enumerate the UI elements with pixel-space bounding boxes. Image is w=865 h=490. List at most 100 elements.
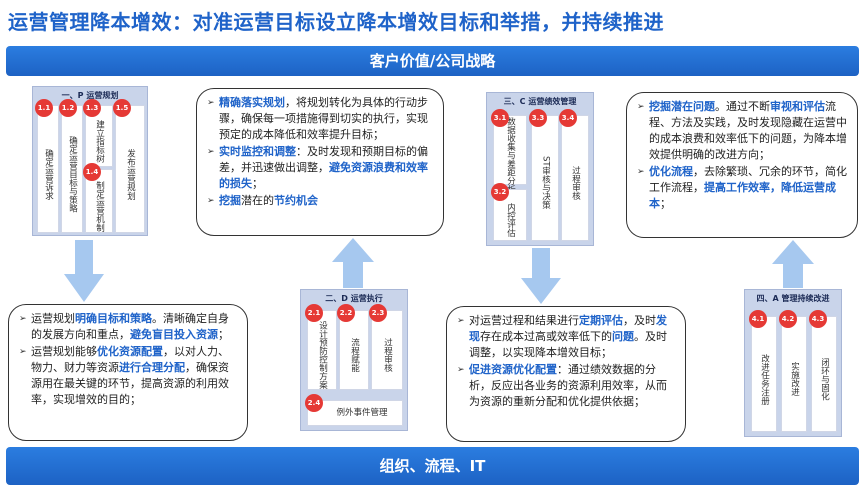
process-step-4-3: 闭环与固化 — [811, 316, 837, 432]
process-step-2-4: 例外事件管理 — [307, 400, 403, 426]
arrow-down-plan — [64, 240, 104, 302]
step-number-badge: 4.3 — [809, 310, 827, 328]
process-step-4-2: 实施改进 — [781, 316, 807, 432]
bullet-item: 精确落实规划，将规划转化为具体的行动步骤，确保每一项措施得到切实的执行，实现预定… — [207, 95, 433, 143]
bullet-item: 对运营过程和结果进行定期评估，及时发现存在成本过高或效率低下的问题。及时调整，以… — [457, 313, 675, 361]
bullet-item: 实时监控和调整：及时发现和预期目标的偏差，并迅速做出调整，避免资源浪费和效率的损… — [207, 144, 433, 192]
step-number-badge: 1.3 — [83, 99, 101, 117]
process-step-label: 确定运营目标与策略 — [67, 135, 78, 213]
process-step-label: 流程赋能 — [349, 338, 360, 372]
step-number-badge: 2.1 — [305, 304, 323, 322]
process-step-label: 例外事件管理 — [336, 407, 388, 418]
process-step-2-2: 流程赋能 — [339, 310, 369, 390]
body-text: ，将规划转化为具体的行动步骤，确保每一项措施得到切实的执行，实现预定的成本降低和… — [219, 96, 428, 141]
highlight-text: 提高工作效率，降低运营成本 — [649, 181, 836, 210]
body-text: ，去除繁琐、冗余的环节，简化工作流程， — [649, 165, 847, 194]
panel-p-planning: 一、P 运营规划 确定运营诉求 1.1 确定运营目标与策略 1.2 建立指标树 1.3 制定… — [32, 86, 148, 236]
customer-strategy-band: 客户价值/公司战略 — [6, 46, 859, 76]
improvement-benefits-box: 挖掘潜在问题。通过不断审视和评估流程、方法及实践，及时发现隐藏在运营中的成本浪费… — [626, 92, 858, 238]
bullet-item: 优化流程，去除繁琐、冗余的环节，简化工作流程，提高工作效率，降低运营成本； — [637, 164, 847, 212]
highlight-text: 挖掘 — [219, 194, 241, 207]
org-process-it-band: 组织、流程、IT — [6, 447, 859, 485]
step-number-badge: 3.1 — [491, 109, 509, 127]
process-step-3-4: 过程审核 — [561, 115, 589, 241]
process-step-1-5: 发布运营规划 — [115, 105, 145, 233]
body-text: 运营规划能够 — [31, 345, 97, 358]
highlight-text: 优化资源配置 — [97, 345, 163, 358]
highlight-text: 发现 — [469, 314, 667, 343]
process-step-label: 制定运营机制 — [94, 180, 105, 232]
bullet-item: 促进资源优化配置：通过绩效数据的分析，反应出各业务的资源利用效率，从而为资源的重… — [457, 362, 675, 410]
process-step-label: 确定运营诉求 — [43, 148, 54, 200]
body-text: 存在成本过高或效率低下的 — [480, 330, 612, 343]
process-step-3-2: 内控评估 — [493, 189, 527, 241]
process-step-3-3: ST审核与决策 — [531, 115, 559, 241]
step-number-badge: 1.1 — [35, 99, 53, 117]
bullet-item: 运营规划明确目标和策略。清晰确定自身的发展方向和重点，避免盲目投入资源； — [19, 311, 237, 343]
body-text: 。通过不断 — [715, 100, 770, 113]
page-title: 运营管理降本增效：对准运营目标设立降本增效目标和举措，并持续推进 — [8, 10, 664, 34]
highlight-text: 定期评估 — [579, 314, 623, 327]
arrow-up-improvement — [772, 240, 814, 288]
panel-p-title: 一、P 运营规划 — [61, 91, 119, 100]
highlight-text: 挖掘潜在 — [649, 100, 693, 113]
highlight-text: 问题 — [612, 330, 634, 343]
highlight-text: 精确落实规划 — [219, 96, 285, 109]
process-step-4-1: 改进任务注册 — [751, 316, 777, 432]
body-text: ； — [660, 197, 671, 210]
body-text: 流程、方法及实践，及时发现隐藏在运营中的成本浪费和效率低下的问题，为降本增效提供… — [649, 100, 847, 161]
process-step-label: ST审核与决策 — [540, 156, 551, 210]
step-number-badge: 2.3 — [369, 304, 387, 322]
process-step-label: 设计预防控制方案 — [317, 321, 328, 389]
highlight-text: 问题 — [693, 100, 715, 113]
body-text: ； — [252, 177, 263, 190]
arrow-up-execution — [332, 238, 374, 288]
highlight-text: 节约机会 — [274, 194, 318, 207]
highlight-text: 优化流程 — [649, 165, 693, 178]
step-number-badge: 4.2 — [779, 310, 797, 328]
panel-c-title: 三、C 运营绩效管理 — [503, 97, 577, 106]
step-number-badge: 4.1 — [749, 310, 767, 328]
step-number-badge: 3.2 — [491, 183, 509, 201]
body-text: ，及时 — [623, 314, 656, 327]
step-number-badge: 1.2 — [59, 99, 77, 117]
body-text: ，确保资源用在最关键的环节，提高资源的利用效率，实现增效的目的； — [31, 361, 229, 406]
body-text: ：及时发现和预期目标的偏差，并迅速做出调整， — [219, 145, 428, 174]
step-number-badge: 2.2 — [337, 304, 355, 322]
process-step-2-1: 设计预防控制方案 — [307, 310, 337, 390]
body-text: 潜在的 — [241, 194, 274, 207]
highlight-text: 实时监控和调整 — [219, 145, 296, 158]
highlight-text: 进行合理分配 — [119, 361, 185, 374]
step-number-badge: 2.4 — [305, 394, 323, 412]
body-text: ； — [218, 328, 229, 341]
process-step-label: 建立指标树 — [94, 119, 105, 163]
body-text: 。清晰确定自身的发展方向和重点， — [31, 312, 229, 341]
step-number-badge: 3.4 — [559, 109, 577, 127]
planning-benefits-box: 运营规划明确目标和策略。清晰确定自身的发展方向和重点，避免盲目投入资源； 运营规划… — [8, 304, 248, 441]
highlight-text: 审视和评估 — [770, 100, 825, 113]
body-text: 。及时调整，以实现降本增效目标； — [469, 330, 667, 359]
bullet-item: 挖掘潜在的节约机会 — [207, 193, 433, 209]
step-number-badge: 1.5 — [113, 99, 131, 117]
process-step-label: 内控评估 — [505, 203, 516, 237]
process-step-label: 闭环与固化 — [819, 357, 830, 401]
execution-benefits-box: 精确落实规划，将规划转化为具体的行动步骤，确保每一项措施得到切实的执行，实现预定… — [196, 88, 444, 236]
panel-a-title: 四、A 管理持续改进 — [756, 294, 830, 303]
process-step-label: 过程审核 — [382, 338, 393, 372]
panel-d-title: 二、D 运营执行 — [325, 294, 383, 303]
process-step-1-2: 确定运营目标与策略 — [61, 105, 83, 233]
body-text: ：通过绩效数据的分析，反应出各业务的资源利用效率，从而为资源的重新分配和优化提供… — [469, 363, 667, 408]
process-step-label: 发布运营规划 — [125, 148, 136, 200]
process-step-2-3: 过程审核 — [371, 310, 403, 390]
highlight-text: 明确目标和策略 — [75, 312, 152, 325]
arrow-down-check — [521, 248, 561, 304]
bullet-item: 挖掘潜在问题。通过不断审视和评估流程、方法及实践，及时发现隐藏在运营中的成本浪费… — [637, 99, 847, 163]
process-step-label: 改进任务注册 — [759, 353, 770, 405]
highlight-text: 促进资源优化配置 — [469, 363, 557, 376]
highlight-text: 避免盲目投入资源 — [130, 328, 218, 341]
highlight-text: 避免资源浪费和效率的损失 — [219, 161, 428, 190]
process-step-label: 过程审核 — [570, 166, 581, 200]
